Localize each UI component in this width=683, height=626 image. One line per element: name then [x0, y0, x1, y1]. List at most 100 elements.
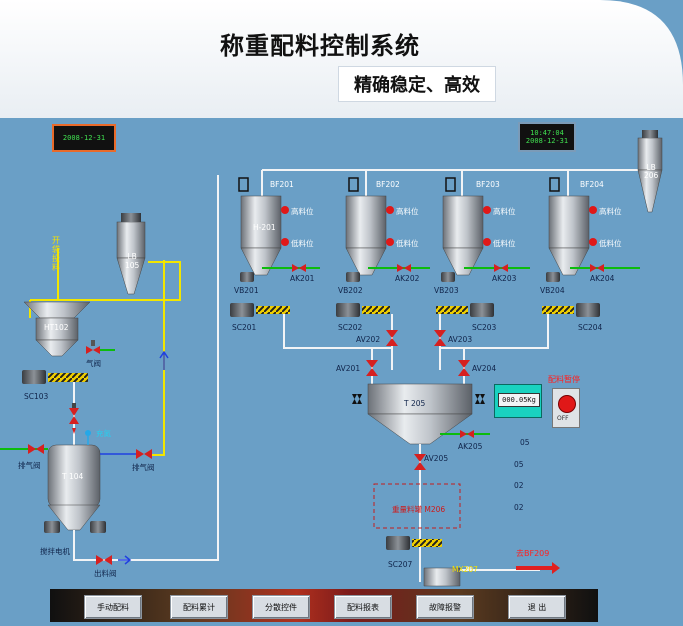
- step-value-2: 05: [514, 460, 524, 469]
- ht102-label: HT102: [44, 323, 69, 332]
- estop-button[interactable]: [558, 395, 576, 413]
- vent-valve-right-label: 排气阀: [132, 463, 155, 472]
- date-display-left: 2008-12-31: [52, 124, 116, 152]
- vb202-label: VB202: [338, 286, 363, 295]
- clock-display-right: 10:47:04 2008-12-31: [518, 122, 576, 152]
- vent-valve-right: [100, 449, 152, 459]
- vent-valve-left: [28, 444, 44, 454]
- vb203-label: VB203: [434, 286, 459, 295]
- dust-collector-lb206: [637, 130, 663, 213]
- step-value-3: 02: [514, 481, 524, 490]
- t104-label: T 104: [62, 472, 84, 481]
- av205-label: AV205: [424, 454, 449, 463]
- nav-exit-button[interactable]: 退 出: [508, 595, 566, 619]
- valves-ak: [292, 264, 604, 272]
- av202-label: AV202: [356, 335, 381, 344]
- discharge-valve: [96, 555, 112, 565]
- manual-feed-label: 开袋投料: [52, 236, 60, 272]
- bf204-high-level: 高料位: [599, 207, 622, 216]
- yellow-vent-pipe: [150, 260, 165, 456]
- ak202-label: AK202: [395, 274, 420, 283]
- sc202-label: SC202: [338, 323, 363, 332]
- mx207-label: MX207: [452, 565, 478, 574]
- silo-bf203: [442, 177, 484, 276]
- nav-fault-alarm-button[interactable]: 故障报警: [416, 595, 474, 619]
- ak203-label: AK203: [492, 274, 517, 283]
- mixer-motor-label: 搅拌电机: [40, 547, 70, 556]
- bf201-high-level: 高料位: [291, 207, 314, 216]
- sc201-label: SC201: [232, 323, 257, 332]
- ak205-label: AK205: [458, 442, 483, 451]
- header-background: [0, 0, 683, 118]
- t205-label: T 205: [404, 399, 426, 408]
- bf202-label: BF202: [376, 180, 400, 189]
- mixer-motor-right: [90, 521, 106, 533]
- av201-label: AV201: [336, 364, 361, 373]
- bf203-high-level: 高料位: [493, 207, 516, 216]
- nav-batch-report-button[interactable]: 配料报表: [334, 595, 392, 619]
- vb201-label: VB201: [234, 286, 259, 295]
- sc203-label: SC203: [472, 323, 497, 332]
- vessel-t104: [47, 444, 101, 531]
- weigh-vessel-t205: [352, 383, 485, 445]
- vb204-label: VB204: [540, 286, 565, 295]
- av204-label: AV204: [472, 364, 497, 373]
- m206-label: 重量料罐 M206: [392, 505, 446, 514]
- hopper-ht102: [23, 301, 91, 357]
- silo-bf202: [345, 177, 387, 276]
- valves-av: [366, 330, 470, 376]
- estop-off-label: OFF: [557, 415, 569, 422]
- lb206-label: LB 206: [644, 163, 659, 180]
- date-left-text: 2008-12-31: [62, 134, 106, 142]
- to-bf209-arrow: [516, 562, 560, 574]
- time-right-text: 10:47:04: [530, 129, 564, 137]
- ak201-label: AK201: [290, 274, 315, 283]
- vent-valve-left-label: 排气阀: [18, 461, 41, 470]
- tank-m206-box: [373, 483, 461, 529]
- step-value-1: 05: [520, 438, 530, 447]
- estop-panel: OFF: [552, 388, 580, 428]
- discharge-valve-label: 出料阀: [94, 569, 117, 578]
- motor-sc103: [22, 370, 46, 384]
- sc207-label: SC207: [388, 560, 413, 569]
- level-sensors: [281, 206, 597, 246]
- to-bf209-label: 去BF209: [516, 549, 550, 558]
- ak204-label: AK204: [590, 274, 615, 283]
- bf203-low-level: 低料位: [493, 239, 516, 248]
- bf203-label: BF203: [476, 180, 500, 189]
- weight-readout: 000.05Kg: [498, 393, 540, 407]
- mixer-motor-left: [44, 521, 60, 533]
- dust-collector-lb105: [116, 213, 146, 295]
- n2-label: 充氮: [96, 429, 111, 438]
- av203-label: AV203: [448, 335, 473, 344]
- bf204-low-level: 低料位: [599, 239, 622, 248]
- valve-feed-t104: [69, 403, 79, 424]
- flow-arrow-up: [159, 350, 169, 370]
- page-title: 称重配料控制系统: [220, 32, 420, 60]
- page-subtitle: 精确稳定、高效: [338, 66, 496, 102]
- scale-display-panel: 000.05Kg: [494, 384, 542, 418]
- nav-dispersed-control-button[interactable]: 分散控件: [252, 595, 310, 619]
- screw-feeders: [230, 303, 600, 317]
- bf202-low-level: 低料位: [396, 239, 419, 248]
- white-pipe-main: [73, 175, 219, 561]
- silo-bf204: [548, 177, 590, 276]
- step-value-4: 02: [514, 503, 524, 512]
- bf202-high-level: 高料位: [396, 207, 419, 216]
- estop-label: 配料暂停: [548, 375, 580, 384]
- air-valve-label: 气阀: [86, 359, 101, 368]
- bf201-low-level: 低料位: [291, 239, 314, 248]
- sc204-label: SC204: [578, 323, 603, 332]
- bf204-label: BF204: [580, 180, 604, 189]
- nav-batch-total-button[interactable]: 配料累计: [170, 595, 228, 619]
- sc103-label: SC103: [24, 392, 49, 401]
- nav-manual-batching-button[interactable]: 手动配料: [84, 595, 142, 619]
- date-right-text: 2008-12-31: [525, 137, 569, 145]
- screw-sc103: [48, 373, 88, 382]
- lb105-label: LB 105: [125, 252, 140, 270]
- bf201-label: BF201: [270, 180, 294, 189]
- h201-label: H-201: [253, 223, 276, 232]
- air-valve: [86, 340, 100, 354]
